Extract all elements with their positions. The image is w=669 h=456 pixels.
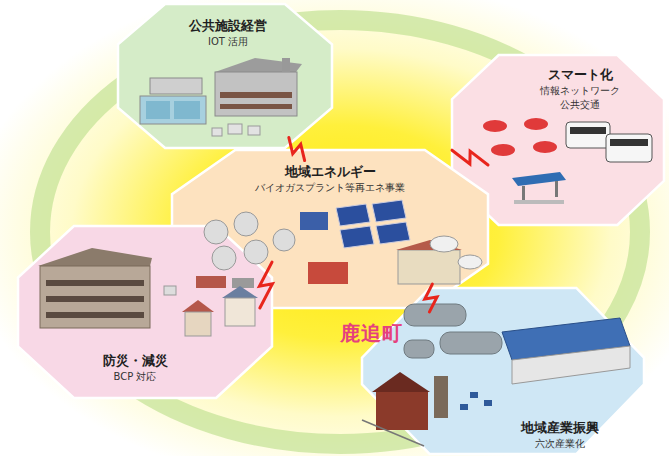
illustration-part — [404, 340, 434, 358]
illustration-part — [522, 186, 525, 202]
region-title: 地域産業振興 — [521, 420, 599, 437]
region-title: 防災・減災 — [103, 353, 168, 370]
illustration-part — [430, 236, 458, 252]
illustration-part — [300, 212, 328, 230]
illustration-part — [440, 332, 502, 354]
illustration-part — [140, 96, 206, 124]
text-group: スマート化情報ネットワーク 公共交通 — [534, 67, 626, 112]
region-octagon: 地域産業振興六次産業化 — [362, 288, 644, 454]
illustration-part — [308, 262, 348, 284]
illustration-part — [244, 240, 268, 264]
illustration-part — [606, 134, 652, 162]
illustration-part — [212, 128, 222, 136]
illustration-part — [340, 226, 374, 248]
illustration-part — [220, 104, 292, 109]
illustration-part — [225, 298, 255, 326]
label-box: 鹿追町 — [340, 320, 403, 347]
town-name: 鹿追町 — [340, 320, 403, 347]
octagon-shape — [18, 226, 272, 398]
illustration-part — [174, 101, 200, 119]
text-group: 公共施設経営IOT 活用 — [189, 18, 267, 49]
illustration-part — [336, 204, 370, 226]
illustration-part — [248, 126, 260, 135]
region-title: 公共施設経営 — [189, 18, 267, 35]
region-title: スマート化 — [534, 67, 626, 84]
illustration-part — [566, 122, 610, 148]
text-group: 地域産業振興六次産業化 — [521, 420, 599, 451]
illustration-part — [372, 200, 406, 222]
octagon-outline — [362, 288, 644, 454]
illustration-part — [470, 392, 478, 398]
illustration-part — [460, 404, 468, 410]
illustration-part — [273, 229, 295, 251]
illustration-part — [376, 392, 428, 430]
region-body: 情報ネットワーク 公共交通 — [534, 84, 626, 112]
illustration-part — [458, 255, 482, 269]
illustration-part — [398, 250, 460, 284]
illustration-part — [555, 181, 558, 197]
illustration-part — [483, 120, 507, 132]
octagon-shape — [362, 288, 644, 454]
region-octagon: スマート化情報ネットワーク 公共交通 — [452, 55, 664, 225]
illustration-part — [570, 127, 606, 134]
illustration-part — [533, 141, 557, 153]
illustration-part — [185, 312, 211, 336]
illustration-part — [234, 212, 258, 236]
illustration-part — [215, 72, 297, 116]
illustration-part — [40, 266, 150, 328]
illustration-part — [610, 139, 648, 146]
region-octagon: 防災・減災BCP 対応 — [18, 226, 272, 398]
region-octagon: 地域エネルギーバイオガスプラント等再エネ事業 — [172, 150, 488, 308]
illustration-part — [514, 200, 564, 204]
illustration-part — [204, 220, 228, 244]
illustration-part — [164, 286, 176, 295]
illustration-part — [376, 222, 410, 244]
text-group: 地域エネルギーバイオガスプラント等再エネ事業 — [255, 164, 405, 195]
region-body: 六次産業化 — [521, 437, 599, 451]
illustration-part — [232, 278, 254, 288]
illustration-part — [404, 304, 466, 326]
octagon-shape — [118, 4, 332, 148]
illustration-part — [524, 118, 548, 130]
illustration-part — [491, 144, 515, 156]
illustration-part — [220, 92, 292, 98]
illustration-part — [150, 78, 202, 94]
illustration-part — [46, 296, 144, 302]
illustration-part — [46, 312, 144, 318]
region-octagon: 公共施設経営IOT 活用 — [118, 4, 332, 148]
illustration-part — [434, 376, 448, 418]
illustration-part — [282, 58, 290, 72]
region-body: BCP 対応 — [103, 370, 168, 384]
illustration-part — [212, 246, 236, 270]
region-body: IOT 活用 — [189, 35, 267, 49]
text-group: 防災・減災BCP 対応 — [103, 353, 168, 384]
illustration-part — [484, 400, 492, 406]
illustration-part — [46, 280, 144, 286]
illustration-part — [146, 101, 170, 119]
region-body: バイオガスプラント等再エネ事業 — [255, 181, 405, 195]
region-title: 地域エネルギー — [255, 164, 405, 181]
octagon-shape — [172, 150, 488, 308]
illustration-part — [228, 124, 242, 134]
illustration-part — [196, 276, 226, 288]
